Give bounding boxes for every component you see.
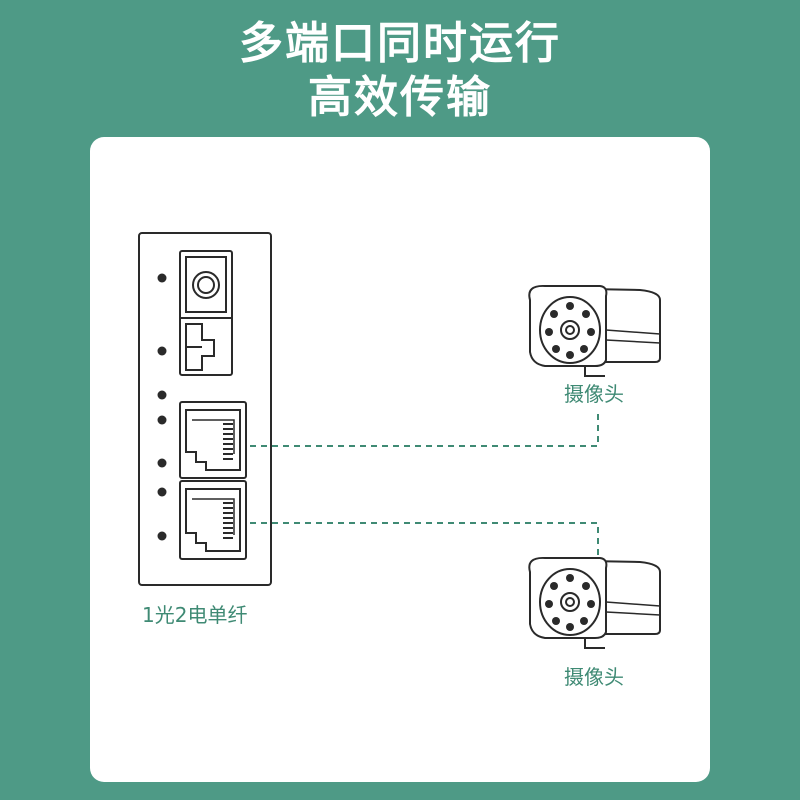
device-body	[138, 232, 272, 586]
connection-line-camera-2	[250, 522, 599, 556]
device-label: 1光2电单纤	[142, 603, 248, 627]
bullet-camera-icon	[528, 556, 661, 649]
camera-1-label: 摄像头	[564, 382, 624, 406]
rj45-port-icon	[179, 401, 247, 479]
connection-lines	[250, 412, 599, 556]
connection-line-camera-1	[250, 412, 599, 447]
sfp-port-icon	[179, 250, 233, 376]
media-converter-icon	[138, 232, 272, 586]
headline-line-1: 多端口同时运行	[239, 18, 561, 69]
bullet-camera-icon	[528, 284, 661, 377]
headline-line-2: 高效传输	[308, 72, 492, 123]
status-leds	[157, 273, 167, 541]
camera-2-label: 摄像头	[564, 665, 624, 689]
diagram-card	[90, 137, 710, 782]
rj45-port-icon	[179, 480, 247, 560]
